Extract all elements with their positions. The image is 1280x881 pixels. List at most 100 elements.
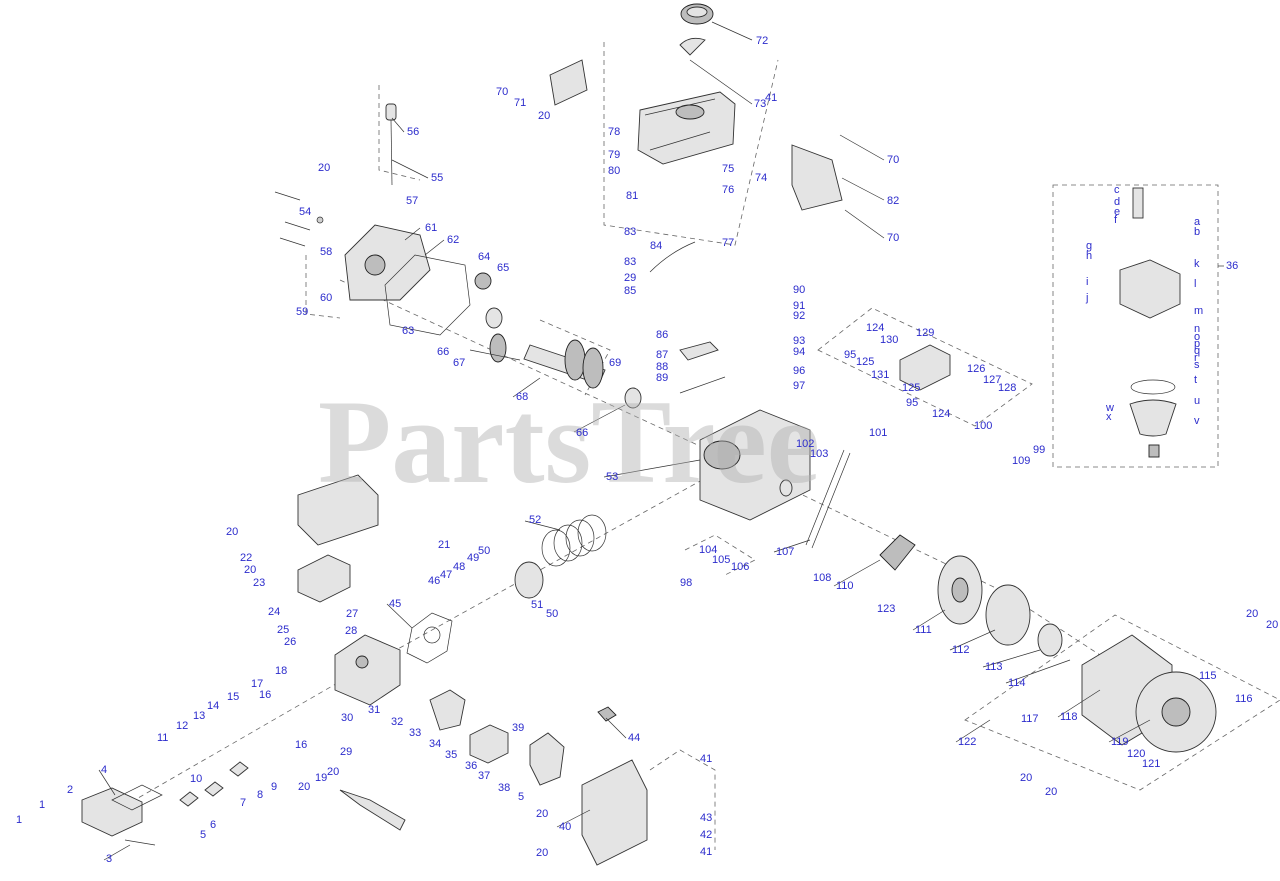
callout-q: q: [1194, 345, 1200, 357]
callout-85: 85: [624, 285, 636, 297]
callout-27: 27: [346, 608, 358, 620]
electric-starter: [899, 344, 951, 391]
callout-127: 127: [983, 374, 1001, 386]
callout-39: 39: [512, 722, 524, 734]
callout-77: 77: [722, 237, 734, 249]
callout-87: 87: [656, 349, 668, 361]
callout-10: 10: [190, 773, 202, 785]
callout-55: 55: [431, 172, 443, 184]
callout-37: 37: [478, 770, 490, 782]
callout-99: 99: [1033, 444, 1045, 456]
callout-70: 70: [496, 86, 508, 98]
callout-62: 62: [447, 234, 459, 246]
muffler: [297, 554, 351, 603]
callout-97: 97: [793, 380, 805, 392]
callout-91: 91: [793, 300, 805, 312]
callout-47: 47: [440, 569, 452, 581]
rocker-arms: [179, 761, 249, 807]
recoil-starter: [1135, 671, 1217, 753]
callout-60: 60: [320, 292, 332, 304]
callout-d: d: [1114, 196, 1120, 208]
cooling-fan: [985, 584, 1031, 646]
callout-61: 61: [425, 222, 437, 234]
callout-79: 79: [608, 149, 620, 161]
callout-53: 53: [606, 471, 618, 483]
callout-13: 13: [193, 710, 205, 722]
callout-5: 5: [200, 829, 206, 841]
callout-96: 96: [793, 365, 805, 377]
carburetor: [469, 724, 509, 764]
callout-98: 98: [680, 577, 692, 589]
callout-41: 41: [765, 92, 777, 104]
callout-124: 124: [932, 408, 950, 420]
callout-90: 90: [793, 284, 805, 296]
callout-118: 118: [1060, 711, 1078, 723]
callout-4: 4: [101, 764, 107, 776]
callout-n: n: [1194, 323, 1200, 335]
exhaust-bracket: [339, 789, 406, 831]
callout-59: 59: [296, 306, 308, 318]
leader-lines: [98, 21, 1224, 861]
callout-70: 70: [887, 154, 899, 166]
callout-8: 8: [257, 789, 263, 801]
callout-19: 19: [315, 772, 327, 784]
callout-41: 41: [700, 846, 712, 858]
callout-63: 63: [402, 325, 414, 337]
cover-gasket: [384, 254, 471, 336]
callout-30: 30: [341, 712, 353, 724]
callout-x: x: [1106, 411, 1112, 423]
callout-48: 48: [453, 561, 465, 573]
callout-93: 93: [793, 335, 805, 347]
callout-29: 29: [340, 746, 352, 758]
callout-e: e: [1114, 206, 1120, 218]
callout-117: 117: [1021, 713, 1039, 725]
callout-67: 67: [453, 357, 465, 369]
callout-66: 66: [576, 427, 588, 439]
ignition-coil: [879, 534, 916, 571]
oil-fill-tube: [805, 449, 851, 549]
name-plate-bracket: [549, 59, 588, 106]
crankcase-cover: [344, 224, 431, 301]
breather-tube: [679, 376, 726, 394]
callout-125: 125: [856, 356, 874, 368]
callout-l: l: [1194, 278, 1196, 290]
callout-r: r: [1194, 352, 1198, 364]
fuel-tank-bracket: [791, 144, 843, 211]
callout-h: h: [1086, 250, 1092, 262]
callout-20: 20: [536, 808, 548, 820]
callout-86: 86: [656, 329, 668, 341]
callout-29: 29: [624, 272, 636, 284]
callout-124: 124: [866, 322, 884, 334]
callout-f: f: [1114, 214, 1118, 226]
callout-v: v: [1194, 415, 1200, 427]
valve-cover: [81, 787, 143, 837]
callout-119: 119: [1111, 736, 1129, 748]
callout-b: b: [1194, 226, 1200, 238]
callout-22: 22: [240, 552, 252, 564]
callout-23: 23: [253, 577, 265, 589]
callout-1: 1: [16, 814, 22, 826]
callout-65: 65: [497, 262, 509, 274]
callout-c: c: [1114, 184, 1120, 196]
callout-50: 50: [478, 545, 490, 557]
callout-94: 94: [793, 346, 805, 358]
callout-43: 43: [700, 812, 712, 824]
callout-p: p: [1194, 338, 1200, 350]
callout-52: 52: [529, 514, 541, 526]
callout-7: 7: [240, 797, 246, 809]
callout-64: 64: [478, 251, 490, 263]
callout-69: 69: [609, 357, 621, 369]
callout-20: 20: [538, 110, 550, 122]
fuel-cap: [679, 3, 714, 56]
callout-a: a: [1194, 216, 1201, 228]
callout-131: 131: [871, 369, 889, 381]
callout-32: 32: [391, 716, 403, 728]
callout-95: 95: [844, 349, 856, 361]
callout-68: 68: [516, 391, 528, 403]
callout-83: 83: [624, 226, 636, 238]
callout-t: t: [1194, 374, 1197, 386]
callout-w: w: [1105, 402, 1114, 414]
callout-71: 71: [514, 97, 526, 109]
callout-108: 108: [813, 572, 831, 584]
